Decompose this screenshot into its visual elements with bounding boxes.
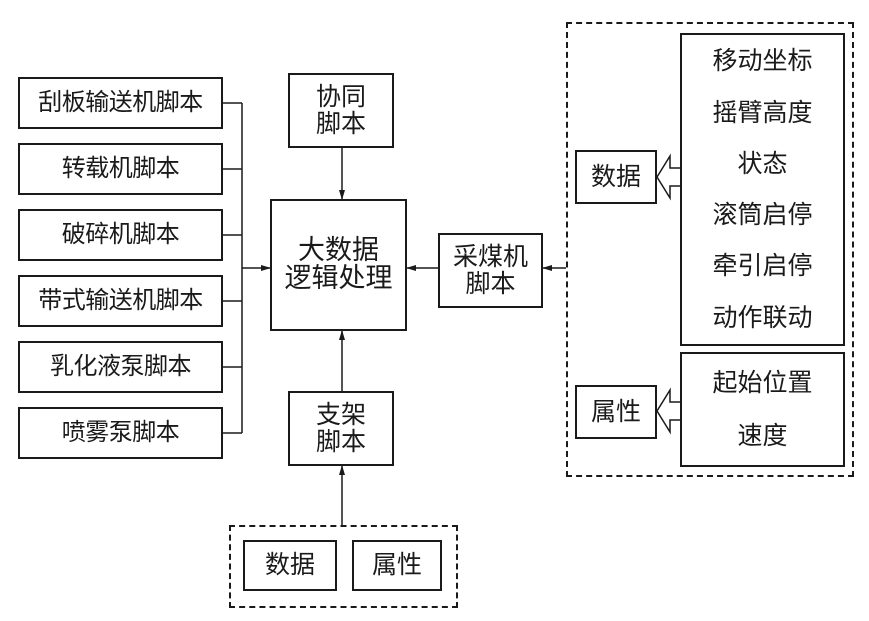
shearer-data-label-box: 数据 bbox=[575, 150, 657, 204]
attr-item: 起始位置 bbox=[712, 367, 813, 397]
data-item: 摇臂高度 bbox=[712, 97, 813, 127]
support-inputs-group bbox=[229, 525, 458, 608]
script-box-crusher: 破碎机脚本 bbox=[18, 209, 223, 261]
support-attr-label: 属性 bbox=[371, 550, 422, 580]
data-item: 状态 bbox=[737, 148, 788, 178]
shearer-data-label: 数据 bbox=[590, 161, 641, 191]
support-line1: 支架 bbox=[315, 400, 366, 430]
support-attr-box: 属性 bbox=[352, 540, 442, 591]
support-script-box: 支架 脚本 bbox=[288, 391, 394, 466]
support-line2: 脚本 bbox=[315, 426, 366, 456]
center-line2: 逻辑处理 bbox=[284, 263, 393, 294]
script-label: 转载机脚本 bbox=[61, 154, 180, 183]
script-label: 刮板输送机脚本 bbox=[38, 88, 203, 117]
data-item: 滚筒启停 bbox=[712, 200, 813, 230]
left-bus bbox=[222, 102, 243, 434]
script-box-transfer-machine: 转载机脚本 bbox=[18, 143, 223, 195]
script-label: 乳化液泵脚本 bbox=[50, 352, 192, 381]
script-box-emulsion-pump: 乳化液泵脚本 bbox=[18, 341, 223, 393]
collab-line1: 协同 bbox=[315, 82, 366, 112]
script-label: 破碎机脚本 bbox=[61, 220, 180, 249]
shearer-attr-items-box: 起始位置 速度 bbox=[680, 352, 845, 467]
shearer-line1: 采煤机 bbox=[452, 242, 528, 272]
shearer-script-box: 采煤机 脚本 bbox=[438, 233, 543, 308]
script-box-scraper-conveyor: 刮板输送机脚本 bbox=[18, 77, 223, 129]
support-data-label: 数据 bbox=[264, 550, 315, 580]
data-item: 移动坐标 bbox=[712, 46, 813, 76]
shearer-data-items-box: 移动坐标 摇臂高度 状态 滚筒启停 牵引启停 动作联动 bbox=[680, 33, 845, 346]
data-item: 牵引启停 bbox=[712, 251, 813, 281]
big-data-logic-box: 大数据 逻辑处理 bbox=[270, 199, 407, 331]
collab-script-box: 协同 脚本 bbox=[288, 73, 394, 148]
script-box-belt-conveyor: 带式输送机脚本 bbox=[18, 275, 223, 327]
shearer-attr-label: 属性 bbox=[590, 396, 641, 426]
support-data-box: 数据 bbox=[243, 540, 337, 591]
collab-line2: 脚本 bbox=[315, 108, 366, 138]
shearer-attr-label-box: 属性 bbox=[575, 385, 657, 439]
script-label: 带式输送机脚本 bbox=[38, 286, 203, 315]
shearer-line2: 脚本 bbox=[465, 268, 516, 298]
data-item: 动作联动 bbox=[712, 302, 813, 332]
attr-item: 速度 bbox=[737, 421, 788, 451]
shearer-inputs-group bbox=[566, 22, 854, 477]
script-label: 喷雾泵脚本 bbox=[61, 418, 180, 447]
center-line1: 大数据 bbox=[298, 234, 379, 266]
script-box-spray-pump: 喷雾泵脚本 bbox=[18, 407, 223, 459]
